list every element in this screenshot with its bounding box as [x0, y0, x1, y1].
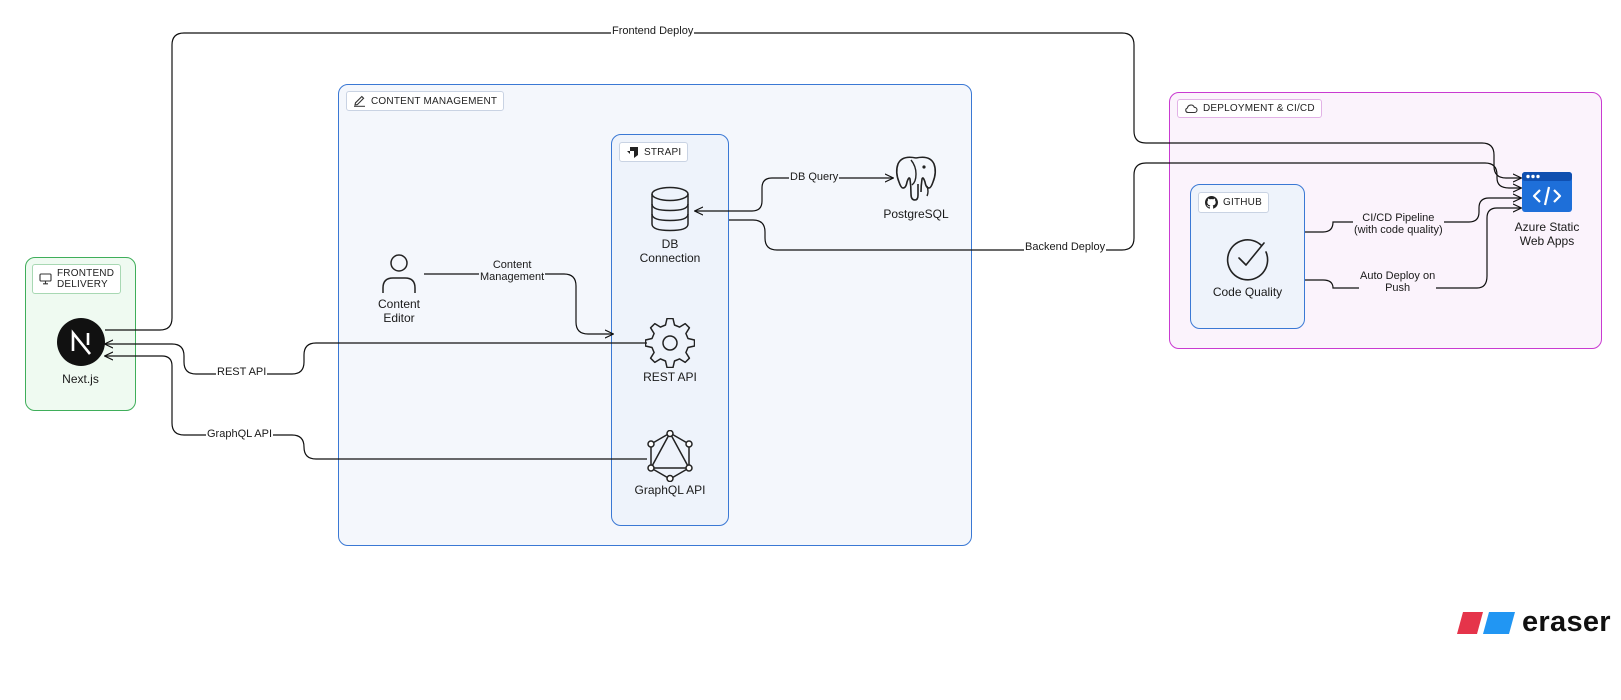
github-group[interactable]: GITHUB: [1190, 184, 1305, 329]
nextjs-node[interactable]: Next.js: [44, 317, 117, 386]
edge-backend-deploy[interactable]: [729, 162, 1521, 251]
frontend-delivery-group[interactable]: FRONTEND DELIVERY: [25, 257, 136, 411]
postgresql-node[interactable]: PostgreSQL: [873, 152, 959, 221]
eraser-wordmark: eraser: [1522, 606, 1611, 638]
edge-label-rest-api: REST API: [216, 366, 268, 378]
frontend-delivery-title: FRONTEND DELIVERY: [57, 268, 115, 290]
nextjs-label: Next.js: [62, 372, 99, 386]
strapi-tag: STRAPI: [619, 142, 689, 162]
rest-api-label: REST API: [643, 370, 697, 384]
content-management-title: CONTENT MANAGEMENT: [371, 95, 498, 107]
postgresql-elephant-icon: [895, 156, 937, 201]
azure-static-web-apps-node[interactable]: Azure Static Web Apps: [1502, 170, 1592, 248]
db-connection-label: DB Connection: [639, 237, 701, 265]
graphql-logo-icon: [647, 430, 693, 482]
content-editor-node[interactable]: Content Editor: [363, 252, 435, 325]
edge-label-graphql-api: GraphQL API: [206, 428, 274, 440]
gear-icon: [645, 318, 695, 368]
postgresql-label: PostgreSQL: [883, 207, 949, 221]
strapi-title: STRAPI: [644, 146, 682, 158]
edge-label-auto-deploy: Auto Deploy on Push: [1359, 270, 1437, 294]
github-title: GITHUB: [1223, 197, 1262, 208]
cloud-icon: [1185, 104, 1198, 114]
github-tag: GITHUB: [1198, 192, 1269, 213]
edge-frontend-deploy[interactable]: [105, 32, 1521, 331]
content-editor-label: Content Editor: [377, 297, 421, 325]
graphql-api-node[interactable]: GraphQL API: [627, 430, 713, 497]
edge-label-backend-deploy: Backend Deploy: [1024, 241, 1107, 253]
edge-label-db-query: DB Query: [789, 171, 840, 183]
database-icon: [651, 186, 689, 232]
deployment-cicd-tag: DEPLOYMENT & CI/CD: [1177, 99, 1322, 118]
graphql-api-label: GraphQL API: [634, 483, 706, 497]
edge-label-frontend-deploy: Frontend Deploy: [611, 25, 695, 37]
edge-cicd-pipeline[interactable]: [1305, 198, 1521, 233]
deployment-cicd-title: DEPLOYMENT & CI/CD: [1203, 103, 1315, 114]
strapi-logo-icon: [627, 147, 638, 158]
code-quality-label: Code Quality: [1212, 285, 1283, 299]
edge-label-cicd-pipeline: CI/CD Pipeline (with code quality): [1353, 212, 1444, 236]
nextjs-logo-icon: [56, 318, 105, 366]
code-quality-node[interactable]: Code Quality: [1203, 235, 1292, 299]
frontend-delivery-tag: FRONTEND DELIVERY: [32, 264, 122, 294]
edge-graphql-api[interactable]: [105, 356, 647, 460]
user-icon: [382, 254, 416, 293]
edge-rest-api[interactable]: [105, 343, 647, 375]
edge-label-content-management: Content Management: [479, 259, 546, 283]
github-icon: [1205, 196, 1218, 209]
azure-static-web-apps-icon: [1522, 172, 1572, 212]
edge-db-query[interactable]: [695, 178, 893, 211]
pencil-icon: [354, 95, 365, 107]
edge-content-management[interactable]: [424, 273, 613, 334]
monitor-icon: [39, 273, 52, 285]
check-circle-icon: [1226, 239, 1268, 281]
db-connection-node[interactable]: DB Connection: [631, 186, 709, 265]
edge-auto-deploy[interactable]: [1305, 208, 1521, 289]
azure-static-web-apps-label: Azure Static Web Apps: [1514, 220, 1580, 248]
rest-api-node[interactable]: REST API: [627, 318, 713, 384]
content-management-tag: CONTENT MANAGEMENT: [346, 91, 505, 111]
eraser-brand: eraser: [1456, 606, 1611, 639]
eraser-logo-icon: [1457, 611, 1515, 634]
